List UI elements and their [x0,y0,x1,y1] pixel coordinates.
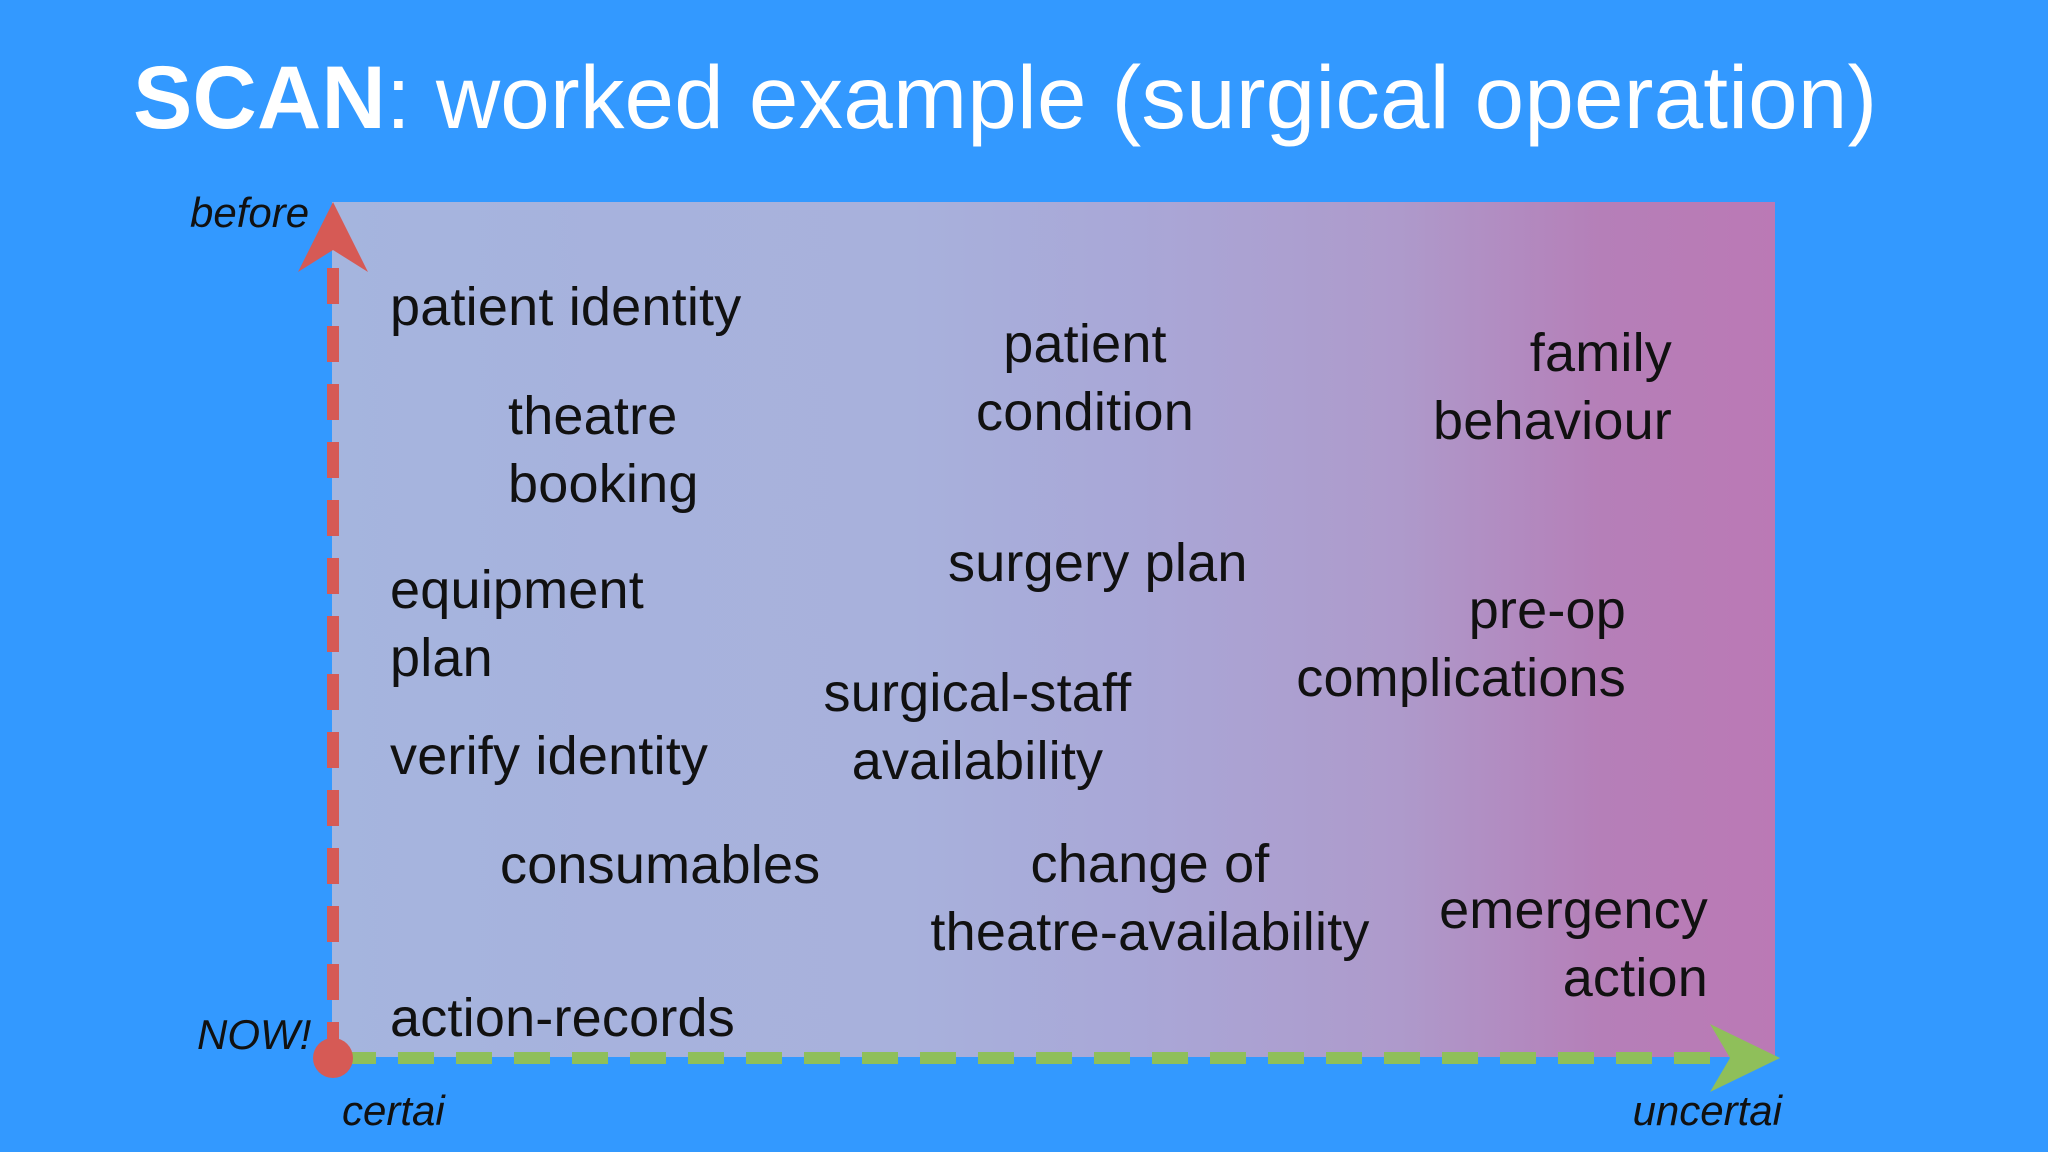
item-consumables: consumables [500,835,821,895]
item-change-theatre-availability: change of theatre-availability [930,834,1370,962]
x-axis-arrow-icon [1710,1024,1780,1092]
item-patient-identity: patient identity [390,277,742,337]
x-axis-left-label: certai [342,1087,445,1134]
slide-title: SCAN: worked example (surgical operation… [133,42,1933,152]
origin-dot-icon [313,1038,353,1078]
item-surgery-plan: surgery plan [948,533,1248,593]
gradient-plot-area [332,202,1775,1057]
x-axis-right-label: uncertai [1632,1087,1782,1134]
item-emergency-action: emergency action [1439,880,1708,1008]
origin-label: NOW! [197,1011,312,1058]
item-patient-condition: patient condition [976,314,1194,442]
y-axis-top-label: before [190,189,310,236]
item-pre-op-complications: pre-op complications [1296,580,1626,708]
item-family-behaviour: family behaviour [1433,323,1672,451]
item-equipment-plan: equipment plan [390,560,644,688]
y-axis-arrow-icon [298,202,368,272]
item-theatre-booking: theatre booking [508,386,699,514]
title-strong: SCAN [133,47,386,147]
title-rest: : worked example (surgical operation) [385,47,1878,147]
item-verify-identity: verify identity [390,726,709,786]
item-surgical-staff-availability: surgical-staff availability [823,663,1132,791]
item-action-records: action-records [390,988,735,1048]
